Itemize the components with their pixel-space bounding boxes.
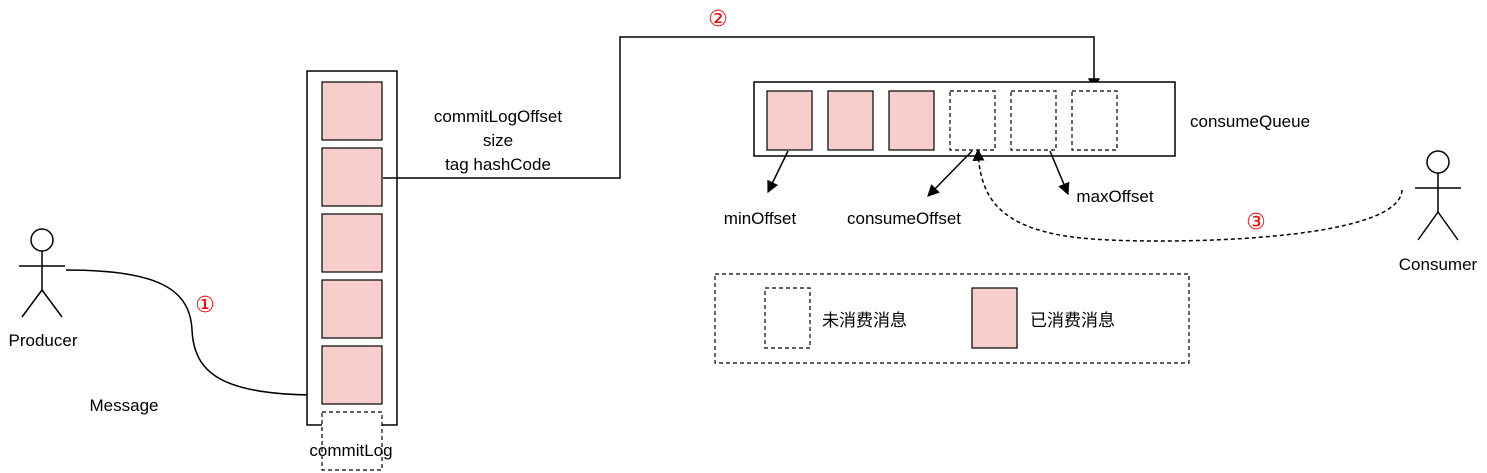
message-label: Message — [90, 396, 159, 415]
consumer-label: Consumer — [1399, 255, 1478, 274]
commit-log-label: commitLog — [309, 441, 392, 460]
commit-log-unconsumed-slot — [321, 411, 383, 471]
min-offset-arrow — [767, 150, 789, 194]
queue-unconsumed-slot — [1010, 90, 1057, 151]
min-offset-label: minOffset — [724, 209, 797, 228]
consume-arrow — [972, 148, 1403, 242]
producer-icon — [19, 228, 65, 318]
entry-field-size: size — [483, 131, 513, 150]
queue-consumed-slot — [888, 90, 935, 151]
max-offset-arrow — [1049, 150, 1070, 196]
consume-queue-slots — [766, 90, 1118, 151]
commit-log-consumed-slot — [321, 213, 383, 273]
commit-log-consumed-slot — [321, 81, 383, 141]
commit-log-consumed-slot — [321, 147, 383, 207]
step-2-marker: ② — [708, 7, 728, 32]
queue-unconsumed-slot — [949, 90, 996, 151]
queue-consumed-slot — [827, 90, 874, 151]
max-offset-label: maxOffset — [1076, 187, 1153, 206]
producer-label: Producer — [9, 331, 78, 350]
produce-arrow — [65, 269, 320, 401]
legend-unconsumed-swatch — [764, 287, 811, 349]
consume-offset-label: consumeOffset — [847, 209, 961, 228]
entry-field-commitlogoffset: commitLogOffset — [434, 107, 562, 126]
legend-consumed-swatch — [971, 287, 1018, 349]
step-3-marker: ③ — [1246, 210, 1266, 235]
queue-consumed-slot — [766, 90, 813, 151]
queue-unconsumed-slot — [1071, 90, 1118, 151]
consumer-icon — [1415, 150, 1461, 241]
commit-log-consumed-slot — [321, 279, 383, 339]
entry-field-tag-hashcode: tag hashCode — [445, 155, 551, 174]
legend-box — [714, 273, 1190, 364]
consume-offset-arrow — [927, 150, 973, 197]
dispatch-arrow — [383, 36, 1100, 179]
commit-log-consumed-slot — [321, 345, 383, 405]
commit-log-slots — [321, 81, 383, 471]
step-1-marker: ① — [195, 293, 215, 318]
legend-consumed-label: 已消费消息 — [1030, 311, 1115, 331]
consume-queue-label: consumeQueue — [1190, 112, 1310, 131]
legend-unconsumed-label: 未消费消息 — [822, 311, 907, 331]
